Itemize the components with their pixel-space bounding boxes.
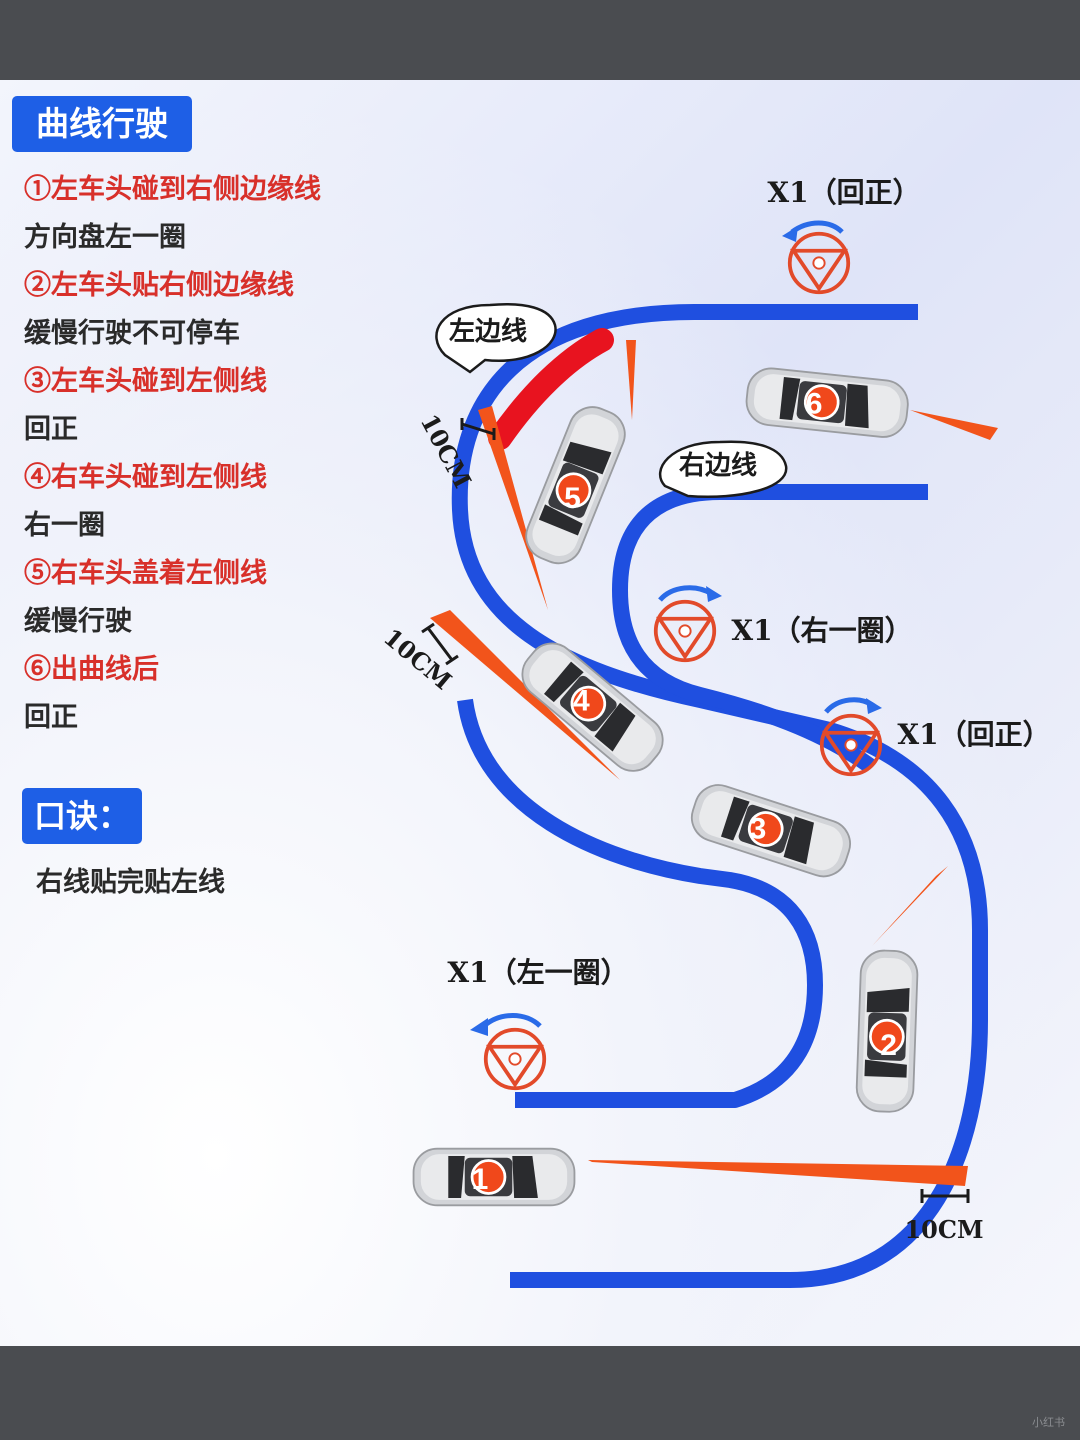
- steering-wheel-icon-left-turn: [470, 1013, 547, 1091]
- car-3: 3: [684, 777, 858, 884]
- sight-line: [910, 410, 998, 440]
- car-4: 4: [511, 632, 674, 782]
- s-curve-diagram: 1 2 3 4 5 6 左边线 右边线 X1（回正） X1（右一圈）: [378, 176, 1051, 1288]
- sight-line: [626, 340, 636, 420]
- distance-marker-bottom: 10CM: [904, 1189, 984, 1244]
- diagram-panel: [0, 80, 1080, 1346]
- step-item: 方向盘左一圈: [24, 222, 186, 253]
- svg-text:6: 6: [806, 387, 823, 420]
- bubble-left-line: 左边线: [435, 303, 557, 374]
- step-item: ⑤右车头盖着左侧线: [24, 558, 267, 589]
- sight-line: [478, 406, 548, 610]
- inner-road-line-upper: [612, 484, 928, 773]
- svg-text:10CM: 10CM: [378, 622, 457, 695]
- watermark: 小红书: [1032, 1416, 1065, 1429]
- steering-wheel-icon-top: [782, 220, 851, 295]
- wheel-label-return: X1（回正）: [897, 718, 1050, 751]
- page-title: 曲线行驶: [12, 96, 192, 152]
- step-list: ①左车头碰到右侧边缘线 方向盘左一圈 ②左车头贴右侧边缘线 缓慢行驶不可停车 ③…: [24, 166, 321, 742]
- wheel-label-top: X1（回正）: [767, 176, 920, 209]
- koujue-label: 口诀：: [22, 788, 142, 844]
- car-2: 2: [854, 948, 920, 1115]
- inner-road-line: [457, 698, 823, 1108]
- svg-text:5: 5: [564, 482, 581, 515]
- svg-text:4: 4: [573, 684, 590, 717]
- svg-text:10CM: 10CM: [904, 1215, 983, 1244]
- sight-line: [588, 1160, 968, 1186]
- car-5: 5: [517, 398, 634, 572]
- car-1: 1: [412, 1147, 576, 1207]
- step-item: 回正: [24, 414, 78, 445]
- bubble-right-line: 右边线: [659, 440, 788, 498]
- svg-text:3: 3: [750, 813, 767, 846]
- car-6: 6: [742, 364, 912, 441]
- sight-line: [430, 610, 620, 780]
- step-item: 右一圈: [24, 510, 105, 541]
- wheel-label-right-turn: X1（右一圈）: [731, 614, 912, 647]
- step-item: ③左车头碰到左侧线: [24, 366, 267, 397]
- svg-text:右边线: 右边线: [679, 451, 757, 481]
- distance-marker-middle: 10CM: [378, 622, 459, 695]
- step-item: ①左车头碰到右侧边缘线: [24, 174, 321, 205]
- step-item: ⑥出曲线后: [24, 654, 159, 685]
- step-item: 缓慢行驶: [24, 606, 132, 637]
- top-dark-bar: [0, 0, 1080, 80]
- svg-text:2: 2: [880, 1029, 897, 1062]
- bottom-dark-bar: [0, 1346, 1080, 1440]
- steering-wheel-icon-return: [819, 697, 883, 777]
- step-item: 回正: [24, 702, 78, 733]
- wheel-label-left-turn: X1（左一圈）: [447, 956, 628, 989]
- step-item: ②左车头贴右侧边缘线: [24, 270, 294, 301]
- step-item: ④右车头碰到左侧线: [24, 462, 267, 493]
- steering-wheel-icon-right-turn: [653, 585, 722, 663]
- sight-line: [872, 866, 948, 946]
- svg-text:左边线: 左边线: [449, 317, 527, 347]
- step-item: 缓慢行驶不可停车: [24, 318, 240, 349]
- left-line-highlight: [488, 328, 614, 450]
- svg-text:1: 1: [472, 1163, 489, 1196]
- koujue-text: 右线贴完贴左线: [36, 867, 225, 898]
